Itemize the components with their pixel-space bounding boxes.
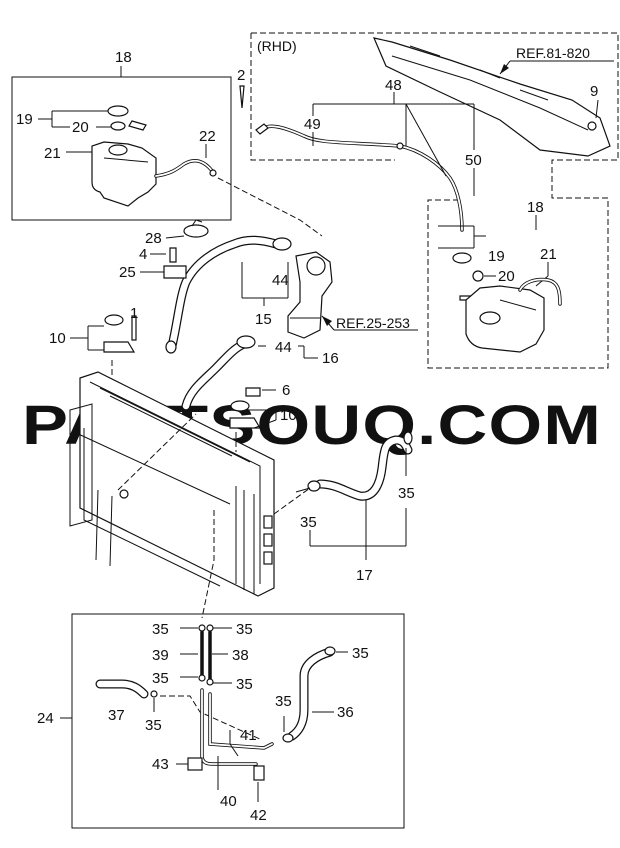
callout-35a: 35 [398,485,415,502]
callout-41: 41 [240,727,257,744]
callout-35h: 35 [145,717,162,734]
callout-42: 42 [250,807,267,824]
rhd-label: (RHD) [257,38,297,54]
callout-35g: 35 [352,645,369,662]
callout-1: 1 [130,305,138,322]
hose-17-group [273,431,413,560]
callout-44b: 44 [275,339,292,356]
callout-49: 49 [304,116,321,133]
radiator [69,360,275,619]
callout-labels: 18 2 19 20 21 22 48 49 50 9 18 19 20 21 … [16,49,598,824]
callout-24: 24 [37,710,54,727]
callout-21a: 21 [44,145,61,162]
callout-37: 37 [108,707,125,724]
callout-18a: 18 [115,49,132,66]
reservoir-group-lhd [11,66,245,221]
callout-25: 25 [119,264,136,281]
callout-35d: 35 [236,621,253,638]
rhd-section: (RHD) REF.81-820 [250,32,619,369]
callout-36: 36 [337,704,354,721]
callout-20a: 20 [72,119,89,136]
callout-35f: 35 [236,676,253,693]
callout-20b: 20 [498,268,515,285]
callout-17: 17 [356,567,373,584]
callout-16: 16 [322,350,339,367]
callout-6: 6 [282,382,290,399]
cowl-panel [372,37,611,157]
reservoir-cap-rhd [452,252,472,264]
callout-10a: 10 [49,330,66,347]
reservoir-tank-rhd [465,285,545,353]
hose-clamp [183,224,209,238]
oil-cooler-box [71,613,405,829]
callout-50: 50 [465,152,482,169]
reservoir-cap [107,105,129,117]
callout-35c: 35 [152,621,169,638]
cap-seal [110,121,126,131]
oil-cooler-lines-group [60,613,405,829]
callout-22: 22 [199,128,216,145]
callout-48: 48 [385,77,402,94]
callout-4: 4 [139,246,147,263]
callout-18b: 18 [527,199,544,216]
callout-2: 2 [237,67,245,84]
callout-15: 15 [255,311,272,328]
callout-10b: 10 [280,407,297,424]
upper-hose-group: REF.25-253 [70,177,418,429]
callout-35e: 35 [152,670,169,687]
ref-25-253: REF.25-253 [336,315,410,331]
callout-40: 40 [220,793,237,810]
callout-38: 38 [232,647,249,664]
ref-81-820: REF.81-820 [516,45,590,61]
callout-35b: 35 [300,514,317,531]
callout-19a: 19 [16,111,33,128]
tube-clamp [187,757,203,771]
tube-clip [253,765,265,781]
callout-21b: 21 [540,246,557,263]
callout-39: 39 [152,647,169,664]
callout-28: 28 [145,230,162,247]
callout-44a: 44 [272,272,289,289]
callout-43: 43 [152,756,169,773]
callout-35i: 35 [275,693,292,710]
callout-9: 9 [590,83,598,100]
callout-19b: 19 [488,248,505,265]
